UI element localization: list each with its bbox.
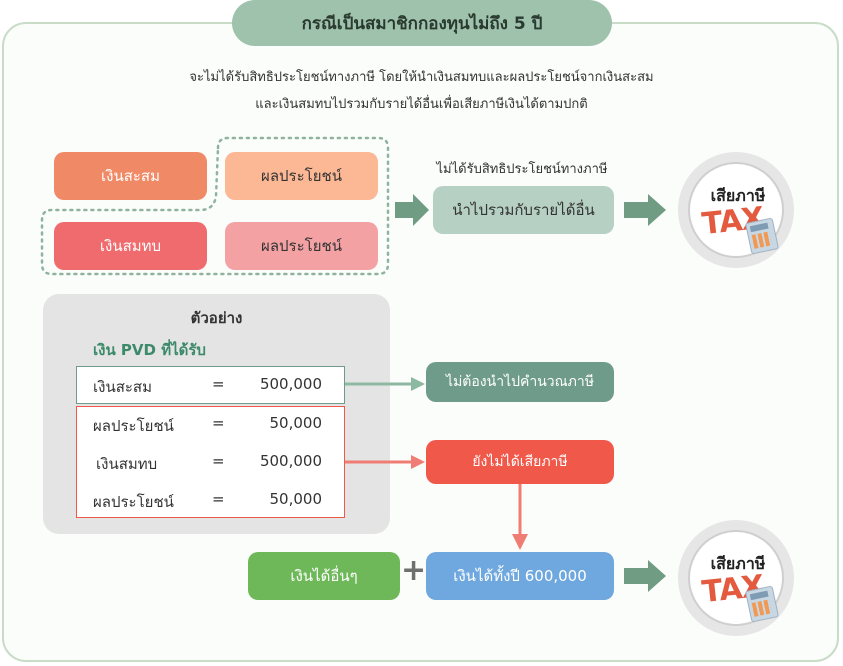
tax-badge: เสียภาษี TAX bbox=[678, 152, 794, 268]
description-line-2: และเงินสมทบไปรวมกับรายได้อื่นเพื่อเสียภา… bbox=[255, 97, 588, 112]
row-value-contribution: 500,000 bbox=[259, 452, 322, 470]
row-eq: = bbox=[212, 375, 225, 393]
description-line-1: จะไม่ได้รับสิทธิประโยชน์ทางภาษี โดยให้นำ… bbox=[189, 70, 654, 85]
savings-row-frame bbox=[76, 366, 345, 404]
plus-sign: + bbox=[401, 553, 427, 588]
row-label-contribution: เงินสมทบ bbox=[96, 455, 158, 473]
arrow-right-icon bbox=[624, 560, 666, 592]
combine-income-box: นำไปรวมกับรายได้อื่น bbox=[433, 186, 614, 234]
other-income-box: เงินได้อื่นๆ bbox=[248, 552, 400, 600]
row-eq: = bbox=[212, 490, 225, 508]
row-value-savings: 500,000 bbox=[259, 375, 322, 393]
not-counted-box: ไม่ต้องนำไปคำนวณภาษี bbox=[426, 362, 614, 402]
contribution-benefit-box: ผลประโยชน์ bbox=[225, 222, 378, 270]
row-label-contribution-benefit: ผลประโยชน์ bbox=[93, 493, 174, 511]
row-eq: = bbox=[212, 452, 225, 470]
arrow-down-icon bbox=[512, 484, 528, 550]
arrow-right-icon bbox=[395, 194, 429, 226]
not-taxed-yet-box: ยังไม่ได้เสียภาษี bbox=[426, 440, 614, 484]
arrow-right-icon bbox=[345, 377, 425, 391]
savings-box: เงินสะสม bbox=[54, 152, 207, 200]
savings-benefit-box: ผลประโยชน์ bbox=[225, 152, 378, 200]
arrow-right-icon bbox=[345, 455, 425, 469]
page-title: กรณีเป็นสมาชิกกองทุนไม่ถึง 5 ปี bbox=[232, 0, 612, 46]
row-eq: = bbox=[212, 414, 225, 432]
arrow-right-icon bbox=[624, 194, 666, 226]
calculator-icon bbox=[744, 585, 780, 623]
contribution-box: เงินสมทบ bbox=[54, 222, 207, 270]
taxable-rows-frame bbox=[76, 406, 345, 518]
tax-badge-title: เสียภาษี bbox=[710, 554, 766, 573]
tax-badge-title: เสียภาษี bbox=[710, 186, 766, 205]
example-subtitle: เงิน PVD ที่ได้รับ bbox=[93, 341, 206, 359]
row-label-savings: เงินสะสม bbox=[93, 378, 152, 396]
tax-badge: เสียภาษี TAX bbox=[678, 520, 794, 636]
example-title: ตัวอย่าง bbox=[190, 309, 243, 327]
calculator-icon bbox=[744, 217, 780, 255]
no-tax-benefit-label: ไม่ได้รับสิทธิประโยชน์ทางภาษี bbox=[436, 162, 608, 177]
row-label-savings-benefit: ผลประโยชน์ bbox=[93, 417, 174, 435]
annual-income-box: เงินได้ทั้งปี 600,000 bbox=[426, 552, 614, 600]
row-value-contribution-benefit: 50,000 bbox=[269, 490, 323, 508]
row-value-savings-benefit: 50,000 bbox=[269, 414, 323, 432]
